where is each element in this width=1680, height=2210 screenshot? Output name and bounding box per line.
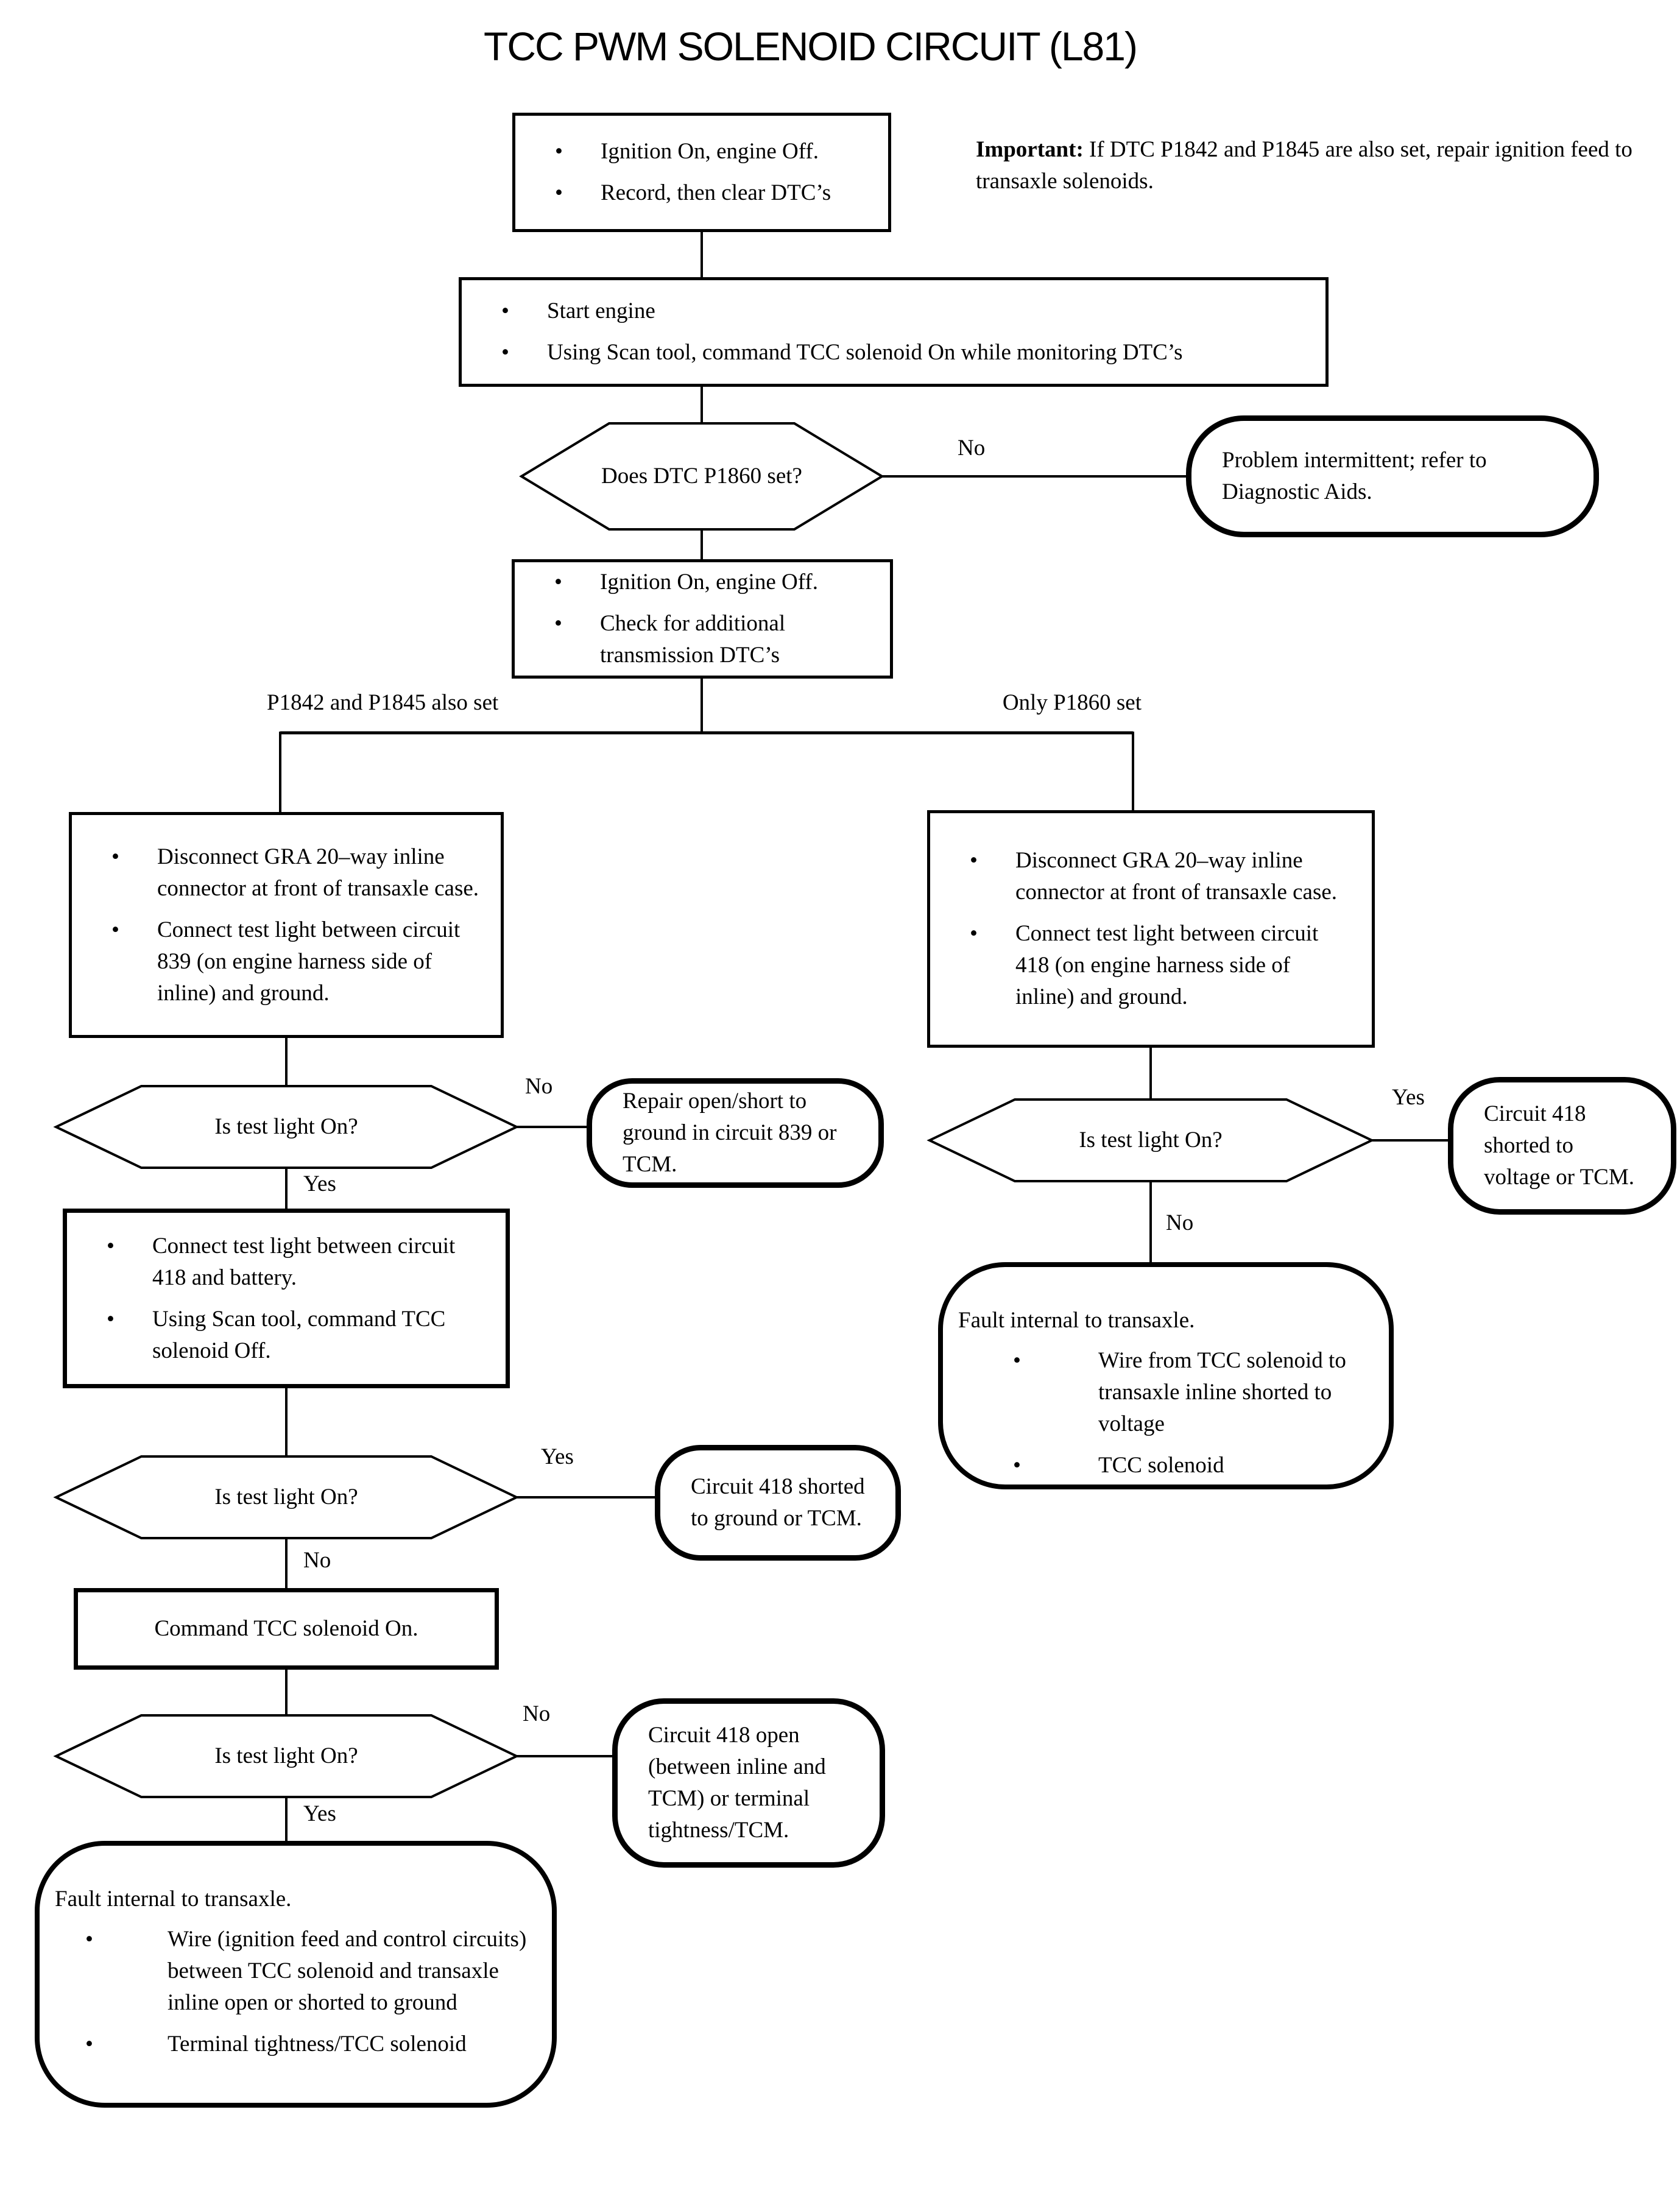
step-left-battery-box: Connect test light between circuit 418 a… bbox=[63, 1209, 510, 1388]
bullet-item: Wire (ignition feed and control circuits… bbox=[55, 1924, 528, 2019]
terminal-fault-internal-left: Fault internal to transaxle. Wire (ignit… bbox=[35, 1841, 557, 2108]
important-note: Important: If DTC P1842 and P1845 are al… bbox=[976, 134, 1640, 197]
decision-right1-label: Is test light On? bbox=[1079, 1128, 1223, 1153]
bullet-item: Disconnect GRA 20–way inline connector a… bbox=[955, 845, 1354, 908]
edge-label-yes: Yes bbox=[1392, 1085, 1425, 1110]
step-start-engine-box: Start engine Using Scan tool, command TC… bbox=[459, 277, 1329, 387]
decision-left1-label: Is test light On? bbox=[214, 1114, 358, 1139]
terminal-418-shorted-ground: Circuit 418 shorted to ground or TCM. bbox=[655, 1445, 901, 1561]
bullet-item: Start engine bbox=[486, 295, 1307, 327]
decision-hexagon-left2 bbox=[53, 1455, 520, 1539]
important-note-text: If DTC P1842 and P1845 are also set, rep… bbox=[976, 137, 1632, 194]
edge-label-yes: Yes bbox=[541, 1444, 574, 1469]
bullet-item: Disconnect GRA 20–way inline connector a… bbox=[96, 841, 482, 905]
bullet-item: Check for additional transmission DTC’s bbox=[539, 608, 872, 671]
step-start-box: Ignition On, engine Off. Record, then cl… bbox=[512, 113, 891, 232]
bullet-item: TCC solenoid bbox=[958, 1450, 1364, 1481]
edge-label-no: No bbox=[303, 1548, 331, 1573]
decision-left2-label: Is test light On? bbox=[214, 1485, 358, 1509]
edge-label-yes: Yes bbox=[303, 1801, 336, 1826]
decision-hexagon-left3 bbox=[53, 1714, 520, 1798]
step-right-disconnect-box: Disconnect GRA 20–way inline connector a… bbox=[927, 810, 1375, 1048]
edge-label-yes: Yes bbox=[303, 1171, 336, 1196]
terminal-fault-internal-right: Fault internal to transaxle. Wire from T… bbox=[938, 1262, 1394, 1489]
branch-label-left: P1842 and P1845 also set bbox=[267, 690, 499, 715]
edge-label-no: No bbox=[525, 1074, 553, 1099]
decision-p1860-label: Does DTC P1860 set? bbox=[601, 464, 802, 489]
terminal-problem-intermittent: Problem intermittent; refer to Diagnosti… bbox=[1186, 415, 1599, 537]
edge-label-no: No bbox=[958, 436, 986, 461]
bullet-item: Using Scan tool, command TCC solenoid On… bbox=[486, 337, 1307, 369]
fault-heading: Fault internal to transaxle. bbox=[958, 1308, 1195, 1333]
bullet-item: Connect test light between circuit 418 a… bbox=[91, 1230, 487, 1294]
bullet-item: Connect test light between circuit 418 (… bbox=[955, 918, 1354, 1013]
page-title: TCC PWM SOLENOID CIRCUIT (L81) bbox=[484, 24, 1138, 69]
terminal-418-open: Circuit 418 open (between inline and TCM… bbox=[612, 1698, 885, 1868]
bullet-item: Terminal tightness/TCC solenoid bbox=[55, 2028, 528, 2060]
step-check-dtcs-box: Ignition On, engine Off. Check for addit… bbox=[512, 559, 893, 679]
bullet-item: Record, then clear DTC’s bbox=[540, 177, 870, 209]
step-command-on-box: Command TCC solenoid On. bbox=[74, 1588, 499, 1670]
decision-hexagon-right1 bbox=[926, 1098, 1375, 1182]
terminal-418-shorted-voltage: Circuit 418 shorted to voltage or TCM. bbox=[1448, 1077, 1676, 1215]
decision-hexagon-p1860 bbox=[519, 422, 884, 531]
bullet-item: Wire from TCC solenoid to transaxle inli… bbox=[958, 1345, 1364, 1440]
step-left-disconnect-box: Disconnect GRA 20–way inline connector a… bbox=[69, 812, 504, 1038]
decision-left3-label: Is test light On? bbox=[214, 1743, 358, 1768]
bullet-item: Using Scan tool, command TCC solenoid Of… bbox=[91, 1304, 487, 1367]
bullet-item: Connect test light between circuit 839 (… bbox=[96, 914, 482, 1009]
branch-label-right: Only P1860 set bbox=[1002, 690, 1142, 715]
important-note-label: Important: bbox=[976, 137, 1084, 162]
edge-label-no: No bbox=[523, 1701, 551, 1726]
decision-hexagon-left1 bbox=[53, 1085, 520, 1169]
fault-heading: Fault internal to transaxle. bbox=[55, 1887, 292, 1912]
edge-label-no: No bbox=[1166, 1210, 1194, 1235]
bullet-item: Ignition On, engine Off. bbox=[539, 567, 872, 598]
terminal-repair-839: Repair open/short to ground in circuit 8… bbox=[587, 1078, 884, 1188]
bullet-item: Ignition On, engine Off. bbox=[540, 136, 870, 168]
